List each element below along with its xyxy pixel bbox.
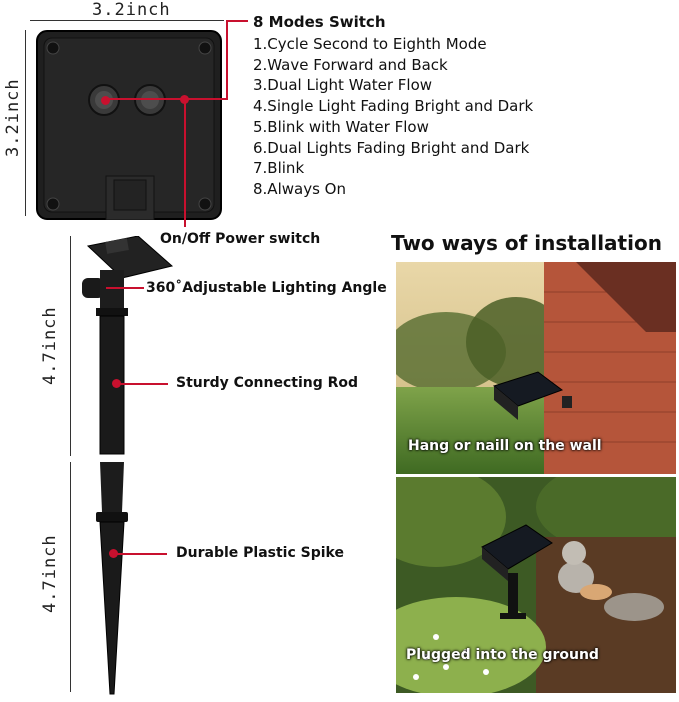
spike-marker <box>109 549 118 558</box>
bracket-and-rod <box>78 235 178 456</box>
spike-callout-line <box>115 553 167 555</box>
angle-callout-line <box>106 287 144 289</box>
box-width-line <box>30 20 224 21</box>
ground-stake-photo: Plugged into the ground <box>396 477 676 693</box>
wall-mount-photo: Hang or naill on the wall <box>396 262 676 474</box>
mode-item: 8.Always On <box>253 179 346 198</box>
rod-callout-line <box>118 383 168 385</box>
mode-item: 6.Dual Lights Fading Bright and Dark <box>253 138 530 157</box>
mode-switch-marker <box>101 96 110 105</box>
mode-item: 4.Single Light Fading Bright and Dark <box>253 97 534 116</box>
power-switch-callout: On/Off Power switch <box>160 231 321 247</box>
angle-callout: 360˚Adjustable Lighting Angle <box>146 280 387 296</box>
power-callout-line <box>184 99 186 227</box>
rod-length-line <box>70 236 71 456</box>
modes-title: 8 Modes Switch <box>253 13 386 31</box>
mode-callout-line-1 <box>226 20 228 99</box>
box-width-label: 3.2inch <box>92 0 171 20</box>
mode-item: 7.Blink <box>253 159 305 178</box>
spike-callout: Durable Plastic Spike <box>176 545 344 561</box>
wall-caption: Hang or naill on the wall <box>408 438 602 454</box>
mode-callout-line-2 <box>107 98 228 100</box>
box-height-label: 3.2inch <box>3 78 23 157</box>
rod-callout: Sturdy Connecting Rod <box>176 375 359 391</box>
mode-item: 5.Blink with Water Flow <box>253 117 429 136</box>
spike-length-line <box>70 462 71 692</box>
rod-length-label: 4.7inch <box>40 306 60 385</box>
installation-title: Two ways of installation <box>391 231 662 255</box>
spike-length-label: 4.7inch <box>40 534 60 613</box>
mode-item: 1.Cycle Second to Eighth Mode <box>253 35 487 53</box>
mode-callout-line-3 <box>226 20 248 22</box>
rod-marker <box>112 379 121 388</box>
mode-item: 2.Wave Forward and Back <box>253 55 448 74</box>
mode-item: 3.Dual Light Water Flow <box>253 76 433 95</box>
box-height-line <box>25 30 26 216</box>
plastic-spike <box>92 462 132 698</box>
modes-list: 1.Cycle Second to Eighth Mode 2.Wave For… <box>253 34 533 200</box>
ground-caption: Plugged into the ground <box>406 647 599 663</box>
solar-box-back <box>36 30 222 221</box>
